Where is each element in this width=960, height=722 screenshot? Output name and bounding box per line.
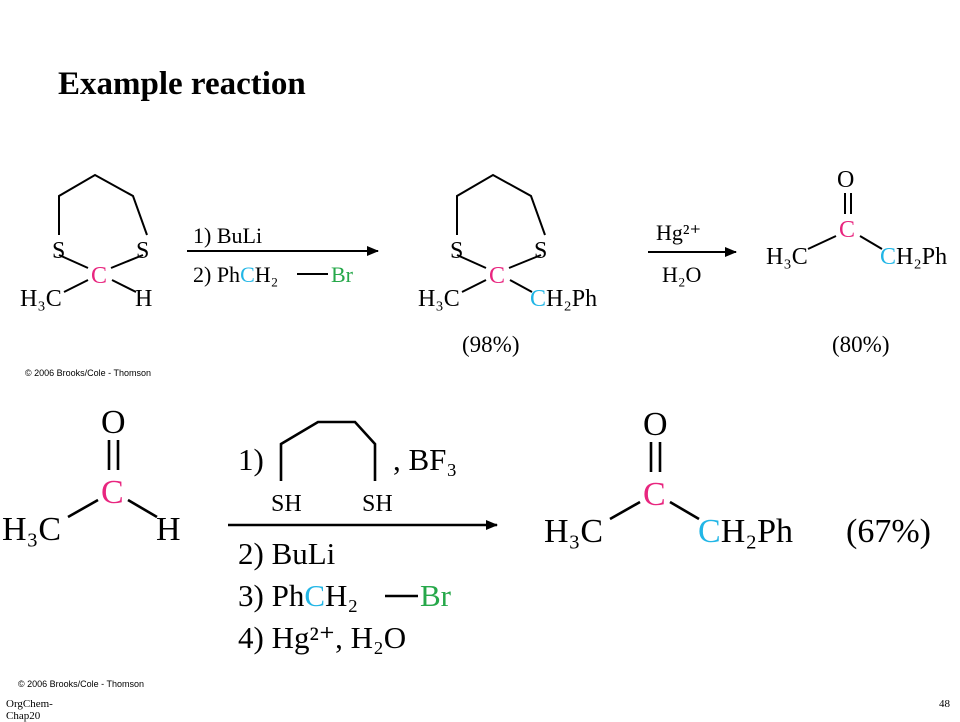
oxygen: O xyxy=(643,406,668,443)
bond-c-ch3 xyxy=(63,279,89,293)
step4-mercury-water: 4) Hg²⁺, H₂O xyxy=(238,620,406,655)
reaction1-step2: Hg²⁺ H₂O xyxy=(648,220,737,287)
thiol-right: SH xyxy=(362,491,393,517)
dithiane-ring-bonds xyxy=(456,173,546,236)
carbonyl-carbon: C xyxy=(643,476,666,513)
thiol-left: SH xyxy=(271,491,302,517)
carbonyl-carbon: C xyxy=(839,217,855,243)
footer-course-label: OrgChem-Chap20 xyxy=(6,698,53,722)
bond-c-h xyxy=(127,498,158,519)
bond-c-ch2ph xyxy=(509,279,533,293)
reaction1-intermediate: S S C H₃C CH₂Ph (98%) xyxy=(418,173,597,357)
carbonyl-carbon: C xyxy=(101,474,124,511)
reaction2-steps: 1) SH SH , BF₃ 2) BuLi 3) PhCH₂ Br 4) Hg… xyxy=(228,420,498,655)
methyl-group: H₃C xyxy=(418,286,460,312)
reaction2-product: O C H₃C CH₂Ph (67%) xyxy=(544,406,931,550)
oxygen: O xyxy=(837,167,854,193)
sulfur-right: S xyxy=(136,238,149,264)
reagent-bf3: , BF₃ xyxy=(393,442,457,477)
central-carbon: C xyxy=(91,263,107,289)
benzyl-group: CH₂Ph xyxy=(698,513,793,550)
hydrogen: H xyxy=(135,286,152,312)
dithiane-ring-bonds xyxy=(58,173,148,236)
reaction2-reactant: O C H₃C H xyxy=(2,404,181,548)
bromine: Br xyxy=(331,262,354,287)
yield-80: (80%) xyxy=(832,332,889,357)
bond-c-ch3 xyxy=(461,279,487,293)
methyl-group: H₃C xyxy=(544,513,603,550)
methyl-group: H₃C xyxy=(766,244,808,270)
reaction1-reactant: S S C H₃C H xyxy=(20,173,152,312)
copyright-bottom: © 2006 Brooks/Cole - Thomson xyxy=(18,679,145,689)
bond-s-c xyxy=(58,254,89,269)
copyright-top: © 2006 Brooks/Cole - Thomson xyxy=(25,368,152,378)
propanedithiol-chain xyxy=(279,420,377,481)
step2-buli: 2) BuLi xyxy=(238,536,336,571)
reaction1-step1: 1) BuLi 2) PhCH₂ Br xyxy=(187,223,379,287)
methyl-group: H₃C xyxy=(20,286,62,312)
hydrogen: H xyxy=(156,511,181,548)
bond-c-ch2ph xyxy=(669,500,700,521)
reagent-water: H₂O xyxy=(662,262,701,287)
slide-title: Example reaction xyxy=(58,66,306,102)
bond-c-ch2ph xyxy=(859,235,883,250)
reagent-mercury: Hg²⁺ xyxy=(656,220,701,245)
bond-c-ch3 xyxy=(67,498,99,519)
step1-number: 1) xyxy=(238,442,264,477)
reaction1-product: O C H₃C CH₂Ph (80%) xyxy=(766,167,947,357)
benzyl-group: CH₂Ph xyxy=(530,286,597,312)
reagent-benzyl-bromide: 2) PhCH₂ xyxy=(193,262,278,287)
sulfur-left: S xyxy=(450,238,463,264)
bond-c-ch3 xyxy=(807,235,837,250)
bond-c-ch3 xyxy=(609,500,641,521)
bond-s-c-right xyxy=(508,254,542,269)
yield-67: (67%) xyxy=(846,513,931,550)
bromine: Br xyxy=(420,578,452,613)
step3-benzyl-bromide: 3) PhCH₂ xyxy=(238,578,358,613)
sulfur-left: S xyxy=(52,238,65,264)
bond-s-c-right xyxy=(110,254,144,269)
oxygen: O xyxy=(101,404,126,441)
benzyl-group: CH₂Ph xyxy=(880,244,947,270)
bond-s-c xyxy=(456,254,487,269)
sulfur-right: S xyxy=(534,238,547,264)
central-carbon: C xyxy=(489,263,505,289)
bond-c-h xyxy=(111,279,137,293)
yield-98: (98%) xyxy=(462,332,519,357)
methyl-group: H₃C xyxy=(2,511,61,548)
reagent-buli: 1) BuLi xyxy=(193,223,262,248)
page-number: 48 xyxy=(939,698,950,710)
